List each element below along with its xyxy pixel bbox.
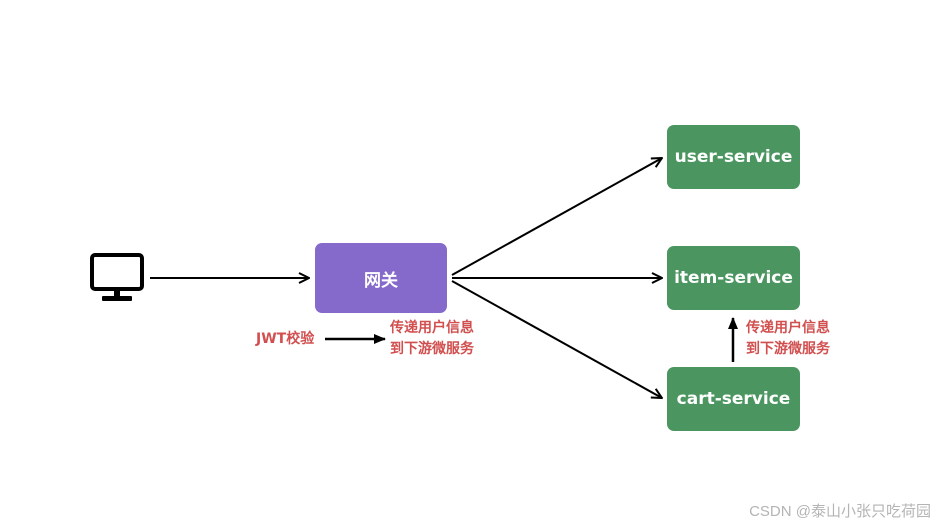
watermark: CSDN @泰山小张只吃荷园 <box>749 503 931 520</box>
jwt-annotation: JWT校验 <box>256 331 315 347</box>
user-service-node: user-service <box>667 125 800 189</box>
gateway-to-cart-service-arrow <box>451 280 662 398</box>
gateway-forward-line-1: 传递用户信息 <box>390 320 474 336</box>
item-service-label: item-service <box>674 268 793 288</box>
item-service-node: item-service <box>667 246 800 310</box>
service-forward-annotation: 传递用户信息 到下游微服务 <box>746 318 830 360</box>
service-forward-line-2: 到下游微服务 <box>746 341 830 357</box>
cart-service-label: cart-service <box>676 389 791 409</box>
user-service-label: user-service <box>674 147 793 167</box>
gateway-forward-annotation: 传递用户信息 到下游微服务 <box>390 318 474 360</box>
service-forward-line-1: 传递用户信息 <box>746 320 830 336</box>
monitor-icon <box>90 253 144 301</box>
gateway-to-user-service-arrow <box>451 158 662 276</box>
gateway-node: 网关 <box>315 243 447 313</box>
cart-service-node: cart-service <box>667 367 800 431</box>
gateway-forward-line-2: 到下游微服务 <box>390 341 474 357</box>
gateway-label: 网关 <box>364 270 398 291</box>
